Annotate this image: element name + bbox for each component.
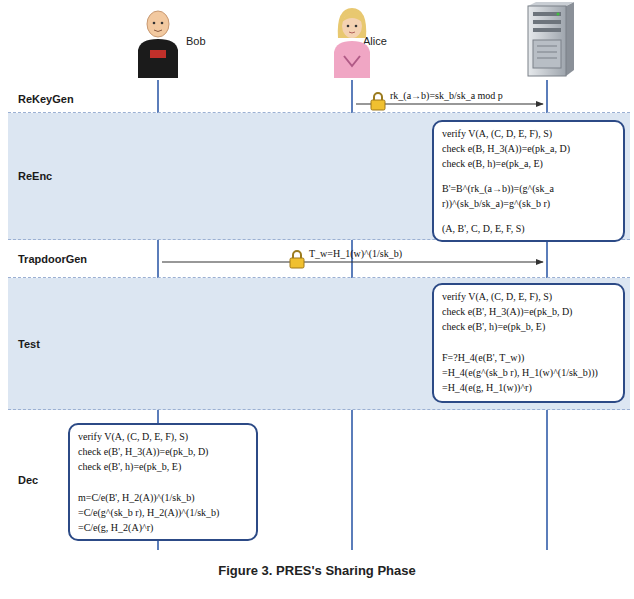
- padlock-icon: [290, 251, 304, 268]
- avatar-eye: [355, 25, 358, 28]
- server-vent: [537, 58, 557, 59]
- phase-label: ReEnc: [18, 170, 52, 182]
- formula-line: check e(B', H_3(A))=e(pk_b, D): [442, 304, 619, 319]
- formula-line: =H_4(e(g^(sk_b r), H_1(w)^(1/sk_b))): [442, 365, 619, 380]
- formula-line: m=C/e(B', H_2(A))^(1/sk_b): [78, 490, 252, 505]
- phase-label: Test: [18, 338, 40, 350]
- formula-line: verify V(A, (C, D, E, F), S): [442, 289, 619, 304]
- avatar-mouth: [349, 32, 355, 33]
- formula-line: verify V(A, (C, D, E, F), S): [78, 429, 252, 444]
- arrow-label: T_w=H_1(w)^(1/sk_b): [309, 248, 402, 259]
- phase-band: ReEncverify V(A, (C, D, E, F), S)check e…: [8, 113, 630, 240]
- formula-line: =C/e(g, H_2(A)^r): [78, 520, 252, 535]
- actor-name: Server: [530, 63, 562, 75]
- padlock-icon: [371, 93, 385, 110]
- actor-name: Alice: [363, 35, 387, 47]
- phase-band: TrapdoorGen: [8, 240, 630, 278]
- avatar-fringe: [342, 13, 362, 22]
- server-slot: [533, 20, 561, 24]
- padlock-body: [290, 258, 304, 268]
- shirt-pattern: [344, 56, 360, 66]
- avatar-eye: [153, 22, 156, 25]
- avatar-head: [342, 14, 362, 38]
- formula-line: check e(B', h)=e(pk_b, E): [78, 459, 252, 474]
- actor-name: Bob: [186, 35, 206, 47]
- computation-box: verify V(A, (C, D, E, F), S)check e(B, H…: [432, 120, 625, 242]
- server-led: [557, 13, 560, 16]
- server-vent: [537, 52, 557, 53]
- message-arrow: [356, 103, 543, 104]
- server-vent: [537, 46, 557, 47]
- formula-line: F=?H_4(e(B', T_w)): [442, 350, 619, 365]
- formula-line: (A, B', C, D, E, F, S): [442, 221, 619, 236]
- server-top: [528, 2, 574, 6]
- formula-line: check e(B, h)=e(pk_a, E): [442, 156, 619, 171]
- shirt-logo: [150, 50, 166, 58]
- server-slot: [533, 28, 561, 32]
- padlock-body: [371, 100, 385, 110]
- bob-avatar: [138, 11, 178, 78]
- avatar-eye: [161, 22, 164, 25]
- arrow-label: rk_(a→b)=sk_b/sk_a mod p: [390, 90, 503, 101]
- avatar-eye: [347, 25, 350, 28]
- formula-line: B'=B^(rk_(a→b))=(g^(sk_a r))^(sk_b/sk_a)…: [442, 181, 619, 211]
- phase-band: Testverify V(A, (C, D, E, F), S)check e(…: [8, 278, 630, 410]
- phase-label: TrapdoorGen: [18, 253, 87, 265]
- figure-caption: Figure 3. PRES's Sharing Phase: [0, 563, 634, 578]
- phase-band: ReKeyGen: [8, 85, 630, 113]
- formula-line: =C/e(g^(sk_b r), H_2(A))^(1/sk_b): [78, 505, 252, 520]
- avatar-head: [147, 11, 169, 37]
- padlock-shackle: [374, 93, 382, 100]
- computation-box: verify V(A, (C, D, E, F), S)check e(B', …: [68, 423, 258, 541]
- formula-line: check e(B, H_3(A))=e(pk_a, D): [442, 141, 619, 156]
- computation-box: verify V(A, (C, D, E, F), S)check e(B', …: [432, 283, 625, 403]
- server-front: [528, 6, 566, 76]
- padlock-shackle: [293, 251, 301, 258]
- avatar-mouth: [154, 30, 162, 32]
- server-slot: [533, 12, 561, 16]
- phase-band: Decverify V(A, (C, D, E, F), S)check e(B…: [8, 410, 630, 550]
- phase-label: Dec: [18, 474, 38, 486]
- avatar-body: [138, 39, 178, 78]
- formula-line: verify V(A, (C, D, E, F), S): [442, 126, 619, 141]
- formula-line: check e(B', H_3(A))=e(pk_b, D): [78, 444, 252, 459]
- server-icon: [528, 2, 574, 76]
- server-side: [566, 2, 574, 76]
- phase-label: ReKeyGen: [18, 93, 74, 105]
- avatar-hair: [338, 8, 366, 38]
- formula-line: =H_4(e(g, H_1(w))^r): [442, 380, 619, 395]
- formula-line: check e(B', h)=e(pk_b, E): [442, 319, 619, 334]
